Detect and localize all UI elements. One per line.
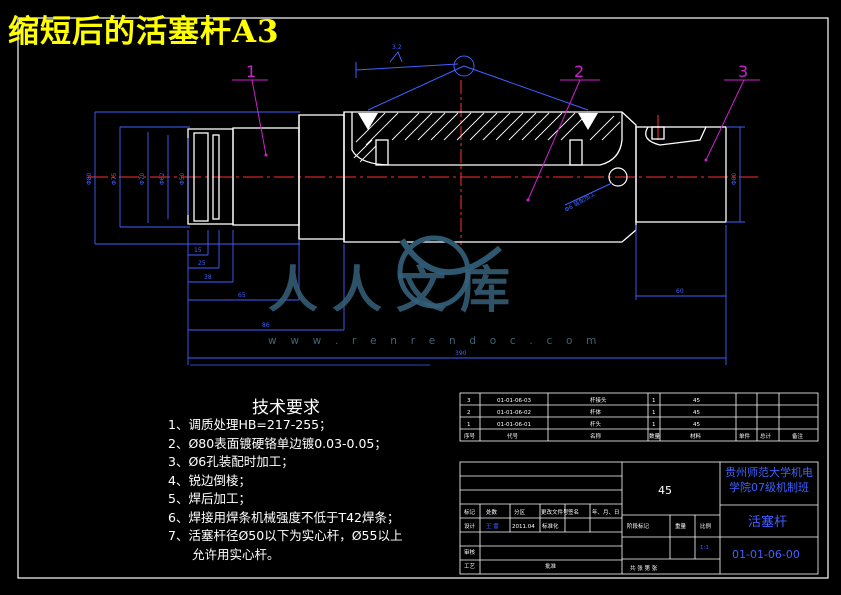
title-block-labels: 标记 处数 分区 更改文件号 签名 年、月、日 设计 2011.04 标准化 审… <box>464 508 712 572</box>
requirement-item: 7、活塞杆径Ø50以下为实心杆，Ø55以上 <box>168 528 403 543</box>
detail-circle <box>453 55 475 77</box>
part-rod-joint <box>635 126 727 223</box>
svg-text:杆体: 杆体 <box>590 408 602 416</box>
svg-text:更改文件号: 更改文件号 <box>541 508 569 516</box>
balloon-leaders <box>232 79 760 201</box>
svg-text:名称: 名称 <box>590 432 602 440</box>
part-name: 活塞杆 <box>748 514 787 530</box>
scale-value: 1:1 <box>700 545 709 551</box>
requirement-item: 允许用实心杆。 <box>192 546 280 562</box>
svg-text:45: 45 <box>693 422 700 428</box>
svg-text:01-01-06-02: 01-01-06-02 <box>497 410 531 416</box>
drawing-frame <box>17 17 829 579</box>
svg-text:65: 65 <box>238 292 246 299</box>
svg-text:3: 3 <box>467 398 471 404</box>
requirement-item: 2、Ø80表面镀硬铬单边镀0.03-0.05； <box>168 435 387 451</box>
svg-text:Φ70: Φ70 <box>139 172 146 185</box>
svg-text:杆接头: 杆接头 <box>590 396 607 404</box>
requirement-item: 1、调质处理HB=217-255； <box>168 417 332 432</box>
svg-text:38: 38 <box>204 274 212 281</box>
balloon-dot-1 <box>264 153 268 157</box>
drawing-title: 缩短后的活塞杆A3 <box>8 14 280 50</box>
svg-text:390: 390 <box>455 350 467 357</box>
watermark-circle <box>397 235 471 309</box>
balloon-dot-2 <box>526 198 530 202</box>
bom-table <box>459 392 819 442</box>
balloon-dot-3 <box>704 158 708 162</box>
balloon-2: 2 <box>574 62 584 81</box>
watermark-brand: 人人文库 <box>268 260 524 319</box>
svg-text:审核: 审核 <box>464 548 476 556</box>
dimension-lines <box>94 111 745 365</box>
balloon-1: 1 <box>246 62 256 81</box>
svg-text:阶段标记: 阶段标记 <box>627 522 650 530</box>
balloon-3: 3 <box>738 62 748 81</box>
svg-text:86: 86 <box>262 322 270 329</box>
svg-text:签名: 签名 <box>568 508 579 516</box>
requirement-item: 4、锐边倒棱； <box>168 472 251 488</box>
svg-text:材料: 材料 <box>690 432 702 440</box>
svg-text:序号: 序号 <box>464 432 476 440</box>
svg-text:Φ62: Φ62 <box>159 172 166 185</box>
designer-name: 王 雷 <box>486 523 499 530</box>
roughness-label: 3.2 <box>392 44 402 51</box>
svg-text:2: 2 <box>467 410 471 416</box>
blue-leaders <box>355 51 613 206</box>
svg-text:数量: 数量 <box>649 432 661 440</box>
svg-text:重量: 重量 <box>675 522 687 530</box>
svg-text:15: 15 <box>194 247 202 254</box>
svg-text:标记: 标记 <box>464 508 476 516</box>
company-name-box: 贵州师范大学机电学院07级机制班 <box>725 466 813 494</box>
svg-text:工艺: 工艺 <box>464 563 476 570</box>
requirements-title: 技术要求 <box>252 398 320 418</box>
svg-text:45: 45 <box>693 410 700 416</box>
watermark-url: w w w . r e n r e n d o c . c o m <box>268 335 602 347</box>
svg-text:单件: 单件 <box>739 432 751 440</box>
svg-text:25: 25 <box>198 260 206 267</box>
svg-text:年、月、日: 年、月、日 <box>592 508 620 516</box>
svg-text:1: 1 <box>652 422 656 428</box>
svg-text:2011.04: 2011.04 <box>512 524 535 530</box>
weld-mark-right <box>578 113 598 130</box>
svg-text:分区: 分区 <box>514 508 526 516</box>
watermark-swoosh <box>399 238 502 275</box>
svg-text:Φ80: Φ80 <box>86 172 93 185</box>
title-material: 45 <box>658 484 672 497</box>
weld-mark-left <box>358 113 378 130</box>
company-name: 贵州师范大学机电学院07级机制班 <box>725 466 813 494</box>
svg-text:设计: 设计 <box>464 522 476 530</box>
svg-text:批准: 批准 <box>545 562 557 570</box>
requirement-item: 5、焊后加工； <box>168 491 251 506</box>
pin-hole <box>608 167 628 187</box>
svg-text:Φ6 装配加工: Φ6 装配加工 <box>563 190 597 214</box>
svg-text:Φ50: Φ50 <box>179 172 186 185</box>
svg-text:处数: 处数 <box>486 508 498 516</box>
svg-text:60: 60 <box>676 288 684 295</box>
svg-text:1: 1 <box>652 410 656 416</box>
svg-text:1: 1 <box>467 422 471 428</box>
drawing-number: 01-01-06-00 <box>732 548 800 561</box>
section-hatching <box>353 112 621 163</box>
svg-text:比例: 比例 <box>700 522 712 530</box>
svg-text:01-01-06-03: 01-01-06-03 <box>497 398 531 404</box>
svg-text:共 张 第 张: 共 张 第 张 <box>630 564 658 572</box>
svg-text:标准化: 标准化 <box>542 522 559 530</box>
svg-text:总计: 总计 <box>760 432 772 440</box>
svg-text:1: 1 <box>652 398 656 404</box>
svg-text:Φ80: Φ80 <box>731 172 738 185</box>
title-block <box>459 461 819 575</box>
requirement-item: 3、Ø6孔装配时加工； <box>168 454 294 469</box>
svg-text:代号: 代号 <box>507 432 519 440</box>
svg-text:Φ75: Φ75 <box>111 172 118 185</box>
svg-text:备注: 备注 <box>792 432 804 440</box>
svg-text:杆头: 杆头 <box>590 420 602 428</box>
requirement-item: 6、焊接用焊条机械强度不低于T42焊条； <box>168 509 400 525</box>
requirements-list: 1、调质处理HB=217-255； 2、Ø80表面镀硬铬单边镀0.03-0.05… <box>168 416 402 564</box>
svg-text:01-01-06-01: 01-01-06-01 <box>497 422 531 428</box>
svg-text:45: 45 <box>693 398 700 404</box>
bom-rows: 3 01-01-06-03 杆接头 1 45 2 01-01-06-02 杆体 … <box>464 396 804 440</box>
